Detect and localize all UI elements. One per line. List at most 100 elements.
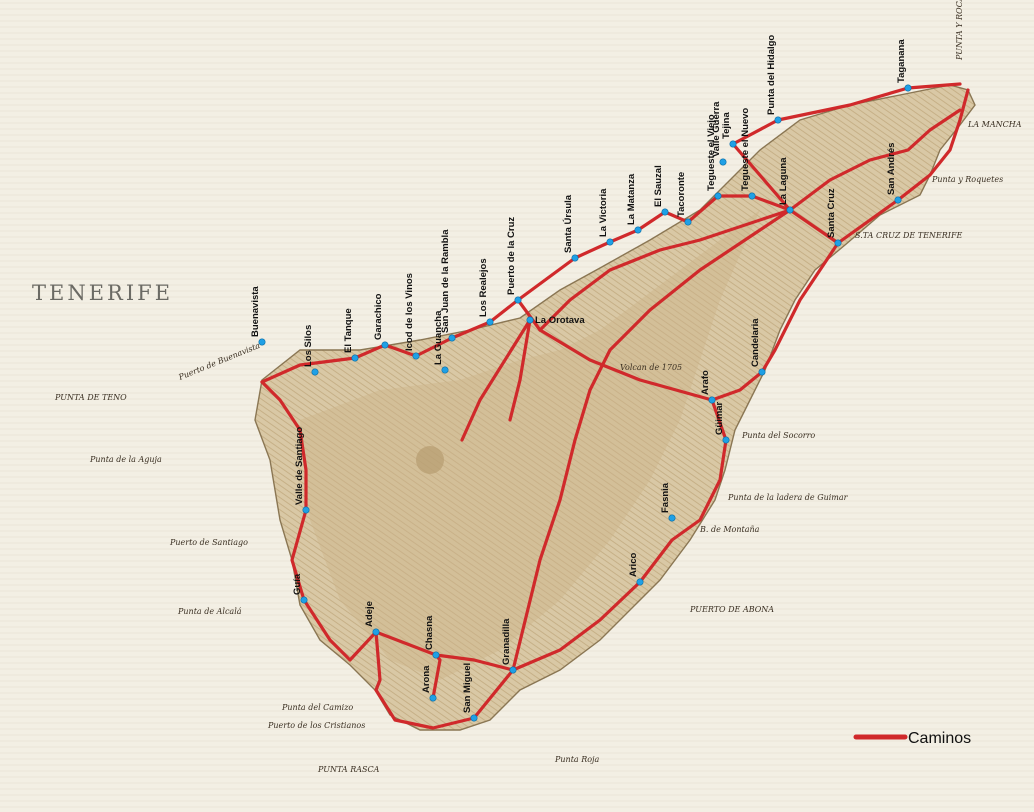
town-label: Güimar: [714, 401, 725, 435]
road-segment: [731, 82, 962, 212]
road-segment: [374, 668, 515, 730]
town-marker: [470, 714, 478, 722]
town-label: Guía: [292, 573, 303, 595]
road-segment: [836, 88, 970, 245]
town-la-laguna: La Laguna: [778, 157, 794, 214]
town-label: Granadilla: [501, 618, 512, 665]
town-label: La Orotava: [535, 315, 585, 326]
town-marker: [894, 196, 902, 204]
town-taganana: Taganana: [896, 39, 912, 92]
town-label: La Guancha: [433, 310, 444, 365]
town-san-juan-rambla: San Juan de la Rambla: [440, 229, 456, 342]
road-segment: [374, 630, 515, 672]
coast-label-punta-roquetes: Punta y Roquetes: [931, 175, 1003, 184]
town-marker: [834, 239, 842, 247]
road-segment: [511, 208, 792, 672]
town-marker: [412, 352, 420, 360]
town-label: Arico: [628, 553, 639, 577]
town-label: El Tanque: [343, 308, 354, 353]
town-candelaria: Candelaria: [750, 318, 766, 376]
town-label: Tegueste el Nuevo: [740, 108, 751, 191]
town-santa-ursula: Santa Úrsula: [562, 194, 579, 262]
town-marker: [429, 694, 437, 702]
town-marker: [904, 84, 912, 92]
road-segment: [260, 298, 520, 384]
coast-label-punta-aguja: Punta de la Aguja: [89, 455, 162, 464]
town-garachico: Garachico: [373, 293, 389, 349]
town-marker: [514, 296, 522, 304]
coast-label-punta-teno: PUNTA DE TENO: [54, 393, 127, 402]
town-marker: [351, 354, 359, 362]
town-marker: [684, 218, 692, 226]
road-segment: [538, 328, 714, 402]
town-label: Garachico: [373, 293, 384, 340]
town-marker: [441, 366, 449, 374]
road-segment: [508, 318, 532, 422]
town-label: Punta del Hidalgo: [766, 35, 777, 115]
town-label: El Sauzal: [653, 165, 664, 207]
town-marker: [300, 596, 308, 604]
town-label: Chasna: [424, 615, 435, 650]
town-puerto-cruz: Puerto de la Cruz: [506, 217, 522, 304]
town-marker: [668, 514, 676, 522]
legend: Caminos: [853, 730, 971, 747]
town-arafo: Arafo: [700, 370, 716, 404]
town-buenavista: Buenavista: [250, 286, 266, 346]
town-valle-guerra: Valle Guerra: [711, 101, 727, 166]
coast-label-puerto-abona: PUERTO DE ABONA: [689, 605, 774, 614]
town-marker: [606, 238, 614, 246]
town-icod: Icod de los Vinos: [404, 273, 420, 360]
town-la-guancha: La Guancha: [433, 310, 449, 374]
town-label: Los Silos: [303, 325, 314, 367]
town-label: Santa Úrsula: [562, 194, 574, 253]
town-label: Tegueste el Viejo: [706, 114, 717, 191]
town-label: San Juan de la Rambla: [440, 229, 451, 333]
town-tegueste-nuevo: Tegueste el Nuevo: [740, 108, 756, 200]
town-label: Tejina: [721, 112, 732, 139]
town-marker: [719, 158, 727, 166]
town-label: Buenavista: [250, 286, 261, 337]
town-label: San Andrés: [886, 143, 897, 195]
town-label: Arafo: [700, 370, 711, 395]
island-shading: [300, 210, 760, 680]
town-guia: Guía: [292, 573, 308, 604]
town-santa-cruz: Santa Cruz: [826, 188, 842, 247]
map-title: TENERIFE: [32, 281, 173, 305]
town-marker: [571, 254, 579, 262]
coast-label-punta-camizo: Punta del Camizo: [281, 703, 353, 712]
road-segment: [374, 630, 382, 692]
town-la-matanza: La Matanza: [626, 173, 642, 234]
teide-summit: [416, 446, 444, 474]
town-granadilla: Granadilla: [501, 618, 517, 674]
town-label: Santa Cruz: [826, 188, 837, 238]
town-marker: [636, 578, 644, 586]
town-marker: [448, 334, 456, 342]
road-segment: [511, 241, 840, 672]
town-label: Icod de los Vinos: [404, 273, 415, 351]
town-marker: [311, 368, 319, 376]
coast-label-punta-fasnia: B. de Montaña: [699, 525, 760, 534]
town-label: Los Realejos: [478, 258, 489, 317]
town-marker: [486, 318, 494, 326]
coast-label-s-cruz-tenerife: S.TA CRUZ DE TENERIFE: [855, 231, 962, 240]
town-punta-hidalgo: Punta del Hidalgo: [766, 35, 782, 124]
town-label: Puerto de la Cruz: [506, 217, 517, 295]
coast-label-punta-roja: Punta Roja: [554, 755, 600, 764]
coast-label-punta-anaga: PUNTA Y ROCAS: [955, 0, 964, 61]
town-marker: [722, 436, 730, 444]
town-orotava: La Orotava: [526, 315, 585, 326]
town-label: La Matanza: [626, 173, 637, 225]
coast-label-puerto-cristianos: Puerto de los Cristianos: [267, 721, 365, 730]
road-segment: [788, 108, 962, 212]
town-label: La Laguna: [778, 157, 789, 205]
town-marker: [302, 506, 310, 514]
town-tegueste-viejo: Tegueste el Viejo: [706, 114, 722, 200]
coast-label-punta-socorro: Punta del Socorro: [741, 431, 815, 440]
town-marker: [758, 368, 766, 376]
town-label: Adeje: [364, 601, 375, 627]
town-label: Taganana: [896, 39, 907, 83]
town-el-tanque: El Tanque: [343, 308, 359, 362]
town-label: Fasnia: [660, 482, 671, 513]
